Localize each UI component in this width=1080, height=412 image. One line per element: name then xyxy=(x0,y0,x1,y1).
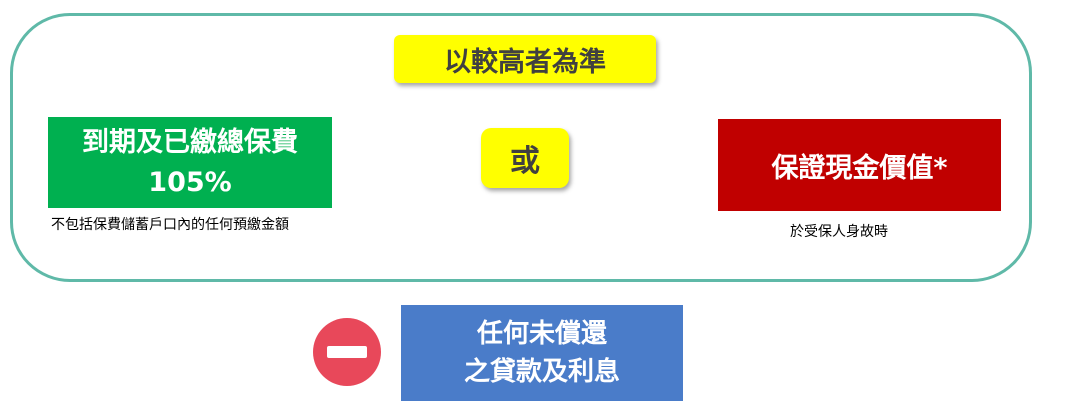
comparison-frame xyxy=(10,13,1032,282)
maturity-premium-box: 到期及已繳總保費 105% xyxy=(48,117,332,208)
guaranteed-cash-value-label: 保證現金價值* xyxy=(771,152,948,184)
outstanding-loan-line2: 之貸款及利息 xyxy=(463,357,620,387)
comparison-title-text: 以較高者為準 xyxy=(444,46,606,78)
maturity-premium-line1: 到期及已繳總保費 xyxy=(82,126,298,158)
or-label: 或 xyxy=(510,144,540,179)
maturity-premium-caption: 不包括保費儲蓄戶口內的任何預繳金額 xyxy=(51,217,289,233)
comparison-title: 以較高者為準 xyxy=(394,35,656,83)
minus-circle-icon xyxy=(313,318,381,386)
guaranteed-cash-value-caption: 於受保人身故時 xyxy=(790,224,888,240)
or-badge: 或 xyxy=(481,128,569,188)
outstanding-loan-box: 任何未償還 之貸款及利息 xyxy=(401,305,683,401)
maturity-premium-line2: 105% xyxy=(148,166,232,198)
guaranteed-cash-value-box: 保證現金價值* xyxy=(718,119,1001,211)
outstanding-loan-line1: 任何未償還 xyxy=(476,319,607,349)
